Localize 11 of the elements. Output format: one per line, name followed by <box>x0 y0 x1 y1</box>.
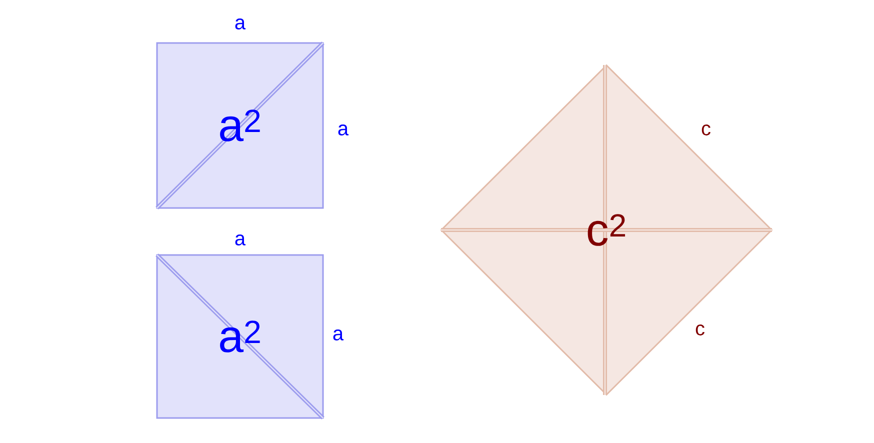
square-shape <box>156 254 324 420</box>
side-length-label: a <box>235 18 246 30</box>
area-label: a$^{2}$ <box>220 110 260 142</box>
area-label: a$^{2}$ <box>220 320 260 352</box>
area-label: c$^{2}$ <box>588 214 626 246</box>
side-length-label: c <box>696 324 704 336</box>
side-length-label: c <box>702 124 710 136</box>
square-shape <box>156 42 324 210</box>
side-length-label: a <box>235 234 246 246</box>
side-length-label: a <box>338 124 349 136</box>
side-length-label: a <box>333 330 344 340</box>
